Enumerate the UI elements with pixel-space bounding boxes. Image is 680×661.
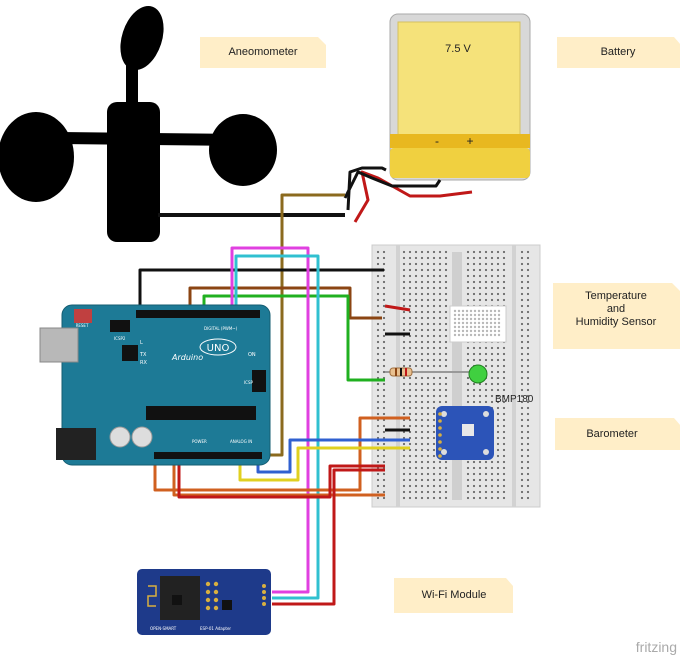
wires — [138, 166, 473, 606]
note-wifi: Wi-Fi Module — [394, 578, 513, 613]
wifi-module: OPEN-SMART ESP-01 Adapter — [137, 569, 271, 635]
arduino-reset-label: RESET — [76, 323, 89, 328]
note-temperature-line3: Humidity Sensor — [576, 316, 657, 328]
note-temperature: Temperature and Humidity Sensor — [553, 283, 680, 349]
wire-orange-2 — [172, 455, 385, 497]
note-wifi-text: Wi-Fi Module — [422, 589, 487, 601]
battery: 7.5 V - + — [389, 13, 531, 181]
note-temperature-line1: Temperature — [585, 290, 647, 302]
note-battery: Battery — [557, 37, 680, 68]
wire-red-wifi — [272, 468, 385, 606]
wire-magenta — [230, 246, 310, 594]
wire-black-gnd — [138, 268, 384, 310]
arduino-analog-label: ANALOG IN — [230, 439, 252, 444]
arduino-model: UNO — [207, 343, 230, 354]
wire-red-bb — [384, 304, 411, 312]
arduino-tx-label: TX — [139, 352, 147, 358]
note-temperature-line2: and — [607, 303, 625, 315]
wire-battery-red — [353, 170, 473, 223]
wire-cyan — [234, 254, 320, 600]
fritzing-watermark: fritzing — [636, 639, 677, 655]
battery-minus: - — [435, 134, 439, 148]
note-barometer: Barometer — [555, 418, 680, 450]
wire-brown — [188, 286, 382, 320]
note-anemometer-text: Aneomometer — [228, 46, 297, 58]
bmp180-label: BMP180 — [495, 394, 534, 405]
bmp180-sensor: BMP180 — [436, 394, 534, 460]
wire-blue — [256, 438, 410, 474]
arduino-digital-label: DIGITAL (PWM~) — [204, 326, 238, 331]
battery-plus: + — [466, 134, 473, 148]
anemometer — [0, 6, 345, 242]
arduino-uno: RESET ICSP2 DIGITAL (PWM~) L TX RX Ardui… — [39, 304, 271, 466]
wifi-module-name: ESP-01 Adapter — [200, 626, 231, 631]
wire-battery-black — [346, 166, 387, 211]
wire-red-power — [177, 455, 385, 499]
led-resistor — [385, 364, 488, 384]
wire-orange-1 — [153, 416, 410, 492]
wire-yellow — [238, 446, 410, 482]
dht-sensor — [449, 305, 507, 343]
arduino-l-label: L — [140, 340, 143, 346]
battery-voltage: 7.5 V — [445, 43, 471, 55]
arduino-power-label: POWER — [192, 439, 207, 444]
arduino-on-label: ON — [248, 352, 256, 358]
wifi-module-brand: OPEN-SMART — [150, 626, 177, 631]
note-anemometer: Aneomometer — [200, 37, 326, 68]
arduino-rx-label: RX — [140, 360, 147, 366]
wire-battery-black-2 — [343, 170, 442, 199]
wire-tan — [268, 193, 345, 457]
arduino-icsp2-label: ICSP2 — [114, 336, 126, 341]
note-barometer-text: Barometer — [586, 428, 638, 440]
arduino-brand: Arduino — [171, 353, 203, 362]
wire-green — [202, 294, 385, 382]
arduino-icsp-label: ICSP — [244, 380, 254, 385]
note-battery-text: Battery — [601, 46, 636, 58]
